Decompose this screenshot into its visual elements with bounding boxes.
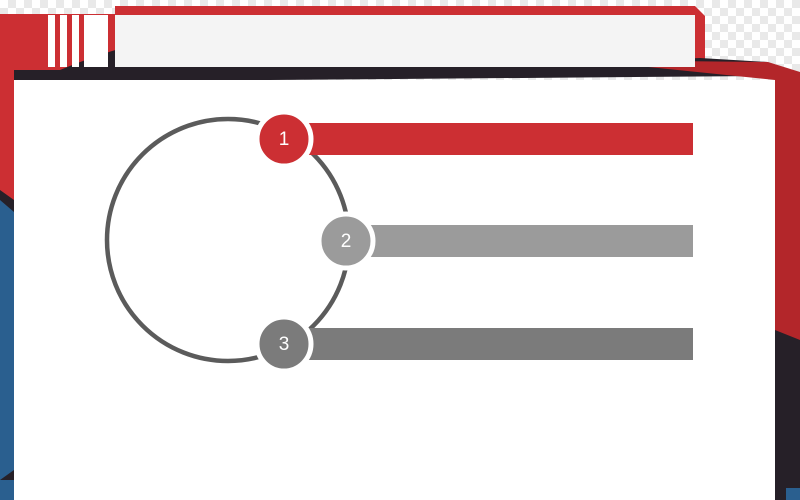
frame-white-box [84, 15, 108, 67]
frame-bottom-right-blue [786, 488, 800, 500]
frame-white-strip-1 [48, 15, 55, 67]
frame-white-strip-3 [72, 15, 79, 67]
frame-white-strip-2 [60, 15, 67, 67]
item-3-number: 3 [278, 333, 290, 355]
item-2-number: 2 [340, 230, 352, 252]
frame-right-dark [775, 330, 800, 500]
frame-bottom-left-blue [0, 480, 14, 500]
item-1-circle [254, 109, 314, 169]
frame-left-blue [0, 200, 14, 480]
item-1-number: 1 [278, 128, 290, 150]
item-1-bar [305, 123, 693, 155]
frame-red-right-wing [580, 60, 800, 350]
item-3-circle [254, 314, 314, 374]
item-2-circle [316, 211, 376, 271]
frame-light-bar [115, 15, 695, 67]
item-3-bar [305, 328, 693, 360]
item-2-bar [368, 225, 693, 257]
